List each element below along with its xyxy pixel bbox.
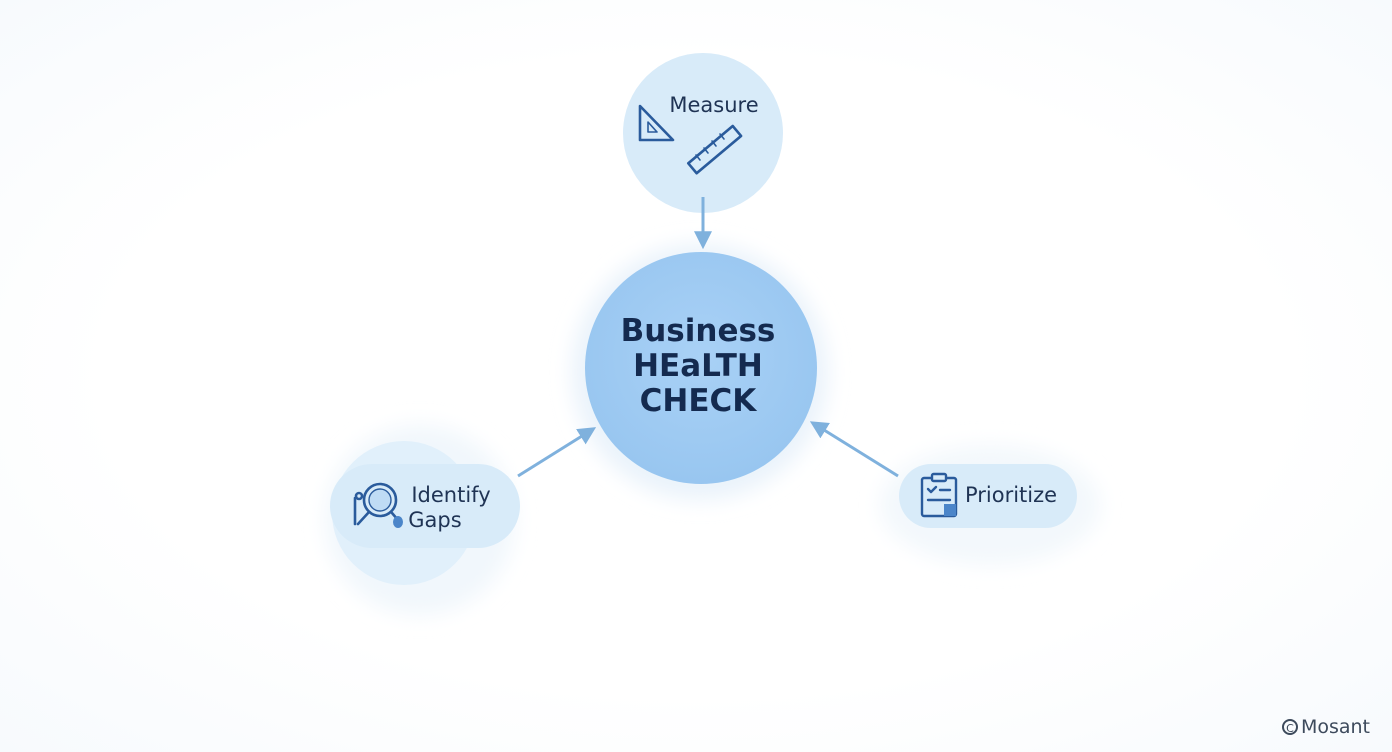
clipboard-checklist-icon (920, 472, 958, 518)
center-line-2: HEaLTH (633, 348, 763, 384)
prioritize-label: Prioritize (965, 483, 1057, 507)
measure-node: Measure (623, 53, 783, 213)
ruler-triangle-icon (638, 104, 743, 175)
measure-circle (623, 53, 783, 213)
copyright-icon: C (1281, 719, 1298, 735)
measure-label: Measure (669, 93, 758, 117)
prioritize-node: Prioritize (899, 464, 1077, 528)
identify-label-1: Identify (411, 483, 490, 507)
center-line-3: CHECK (640, 383, 758, 419)
arrow-prioritize-to-center (809, 421, 899, 478)
watermark-text: Mosant (1300, 716, 1370, 738)
magnifier-icon (353, 482, 403, 528)
center-node: Business HEaLTH CHECK (585, 252, 817, 484)
identify-gaps-node: Identify Gaps (330, 441, 520, 585)
center-circle (585, 252, 817, 484)
arrow-identify-to-center (517, 427, 597, 478)
watermark: C Mosant (1281, 716, 1370, 738)
identify-label-2: Gaps (408, 508, 461, 532)
center-line-1: Business (621, 313, 776, 349)
